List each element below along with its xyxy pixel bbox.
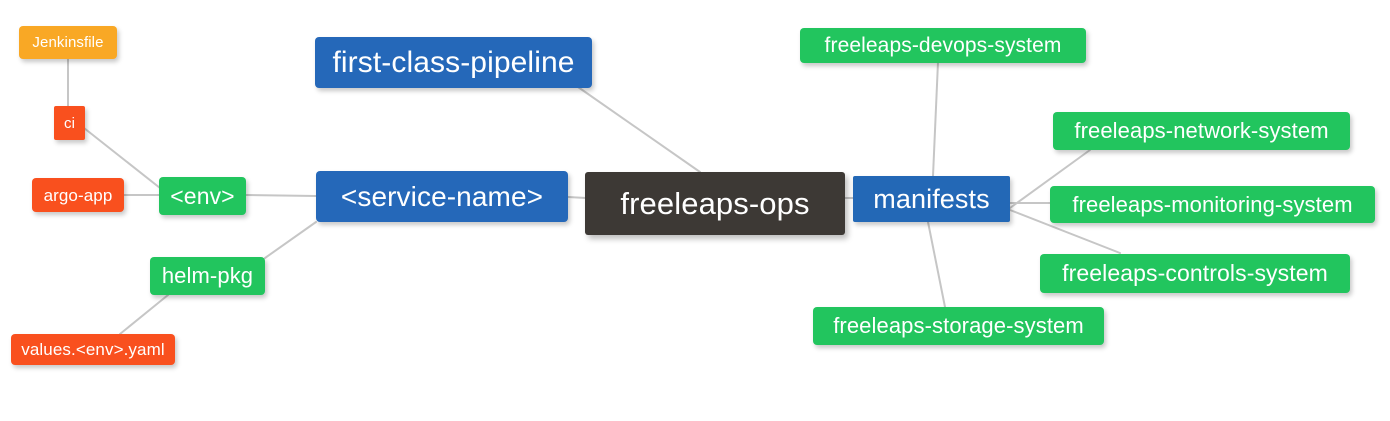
node-label: freeleaps-controls-system <box>1062 260 1328 286</box>
node-freeleaps-monitoring-system[interactable]: freeleaps-monitoring-system <box>1050 186 1375 223</box>
node-service-name[interactable]: <service-name> <box>316 171 568 222</box>
node-env[interactable]: <env> <box>159 177 246 215</box>
node-argo-app[interactable]: argo-app <box>32 178 124 212</box>
node-root-freeleaps-ops[interactable]: freeleaps-ops <box>585 172 845 235</box>
node-freeleaps-network-system[interactable]: freeleaps-network-system <box>1053 112 1350 150</box>
node-label: first-class-pipeline <box>332 45 575 79</box>
node-label: manifests <box>873 183 990 214</box>
node-label: freeleaps-ops <box>620 186 810 221</box>
node-values-yaml[interactable]: values.<env>.yaml <box>11 334 175 365</box>
node-label: values.<env>.yaml <box>21 340 165 359</box>
node-freeleaps-controls-system[interactable]: freeleaps-controls-system <box>1040 254 1350 293</box>
node-label: argo-app <box>43 185 113 205</box>
edge-servicename-env <box>245 194 317 197</box>
node-jenkinsfile[interactable]: Jenkinsfile <box>19 26 117 59</box>
node-helm-pkg[interactable]: helm-pkg <box>150 257 265 295</box>
edge-root-servicename <box>567 196 587 199</box>
node-freeleaps-devops-system[interactable]: freeleaps-devops-system <box>800 28 1086 63</box>
node-ci[interactable]: ci <box>54 106 85 140</box>
node-label: freeleaps-devops-system <box>824 34 1062 57</box>
edge-root-firstclasspipeline <box>577 86 701 173</box>
node-freeleaps-storage-system[interactable]: freeleaps-storage-system <box>813 307 1104 345</box>
node-label: helm-pkg <box>161 263 254 288</box>
edge-helmpkg-valuesyaml <box>119 294 169 335</box>
node-label: <service-name> <box>340 180 544 212</box>
node-manifests[interactable]: manifests <box>853 176 1010 222</box>
node-label: Jenkinsfile <box>32 34 104 51</box>
node-label: freeleaps-storage-system <box>833 313 1084 338</box>
node-label: freeleaps-network-system <box>1074 118 1329 143</box>
edge-manifests-devops <box>932 61 939 177</box>
node-label: <env> <box>170 182 235 209</box>
node-label: freeleaps-monitoring-system <box>1072 191 1353 217</box>
edge-manifests-storage <box>927 221 946 308</box>
node-label: ci <box>63 114 76 132</box>
edge-servicename-helmpkg <box>264 221 317 259</box>
node-first-class-pipeline[interactable]: first-class-pipeline <box>315 37 592 88</box>
